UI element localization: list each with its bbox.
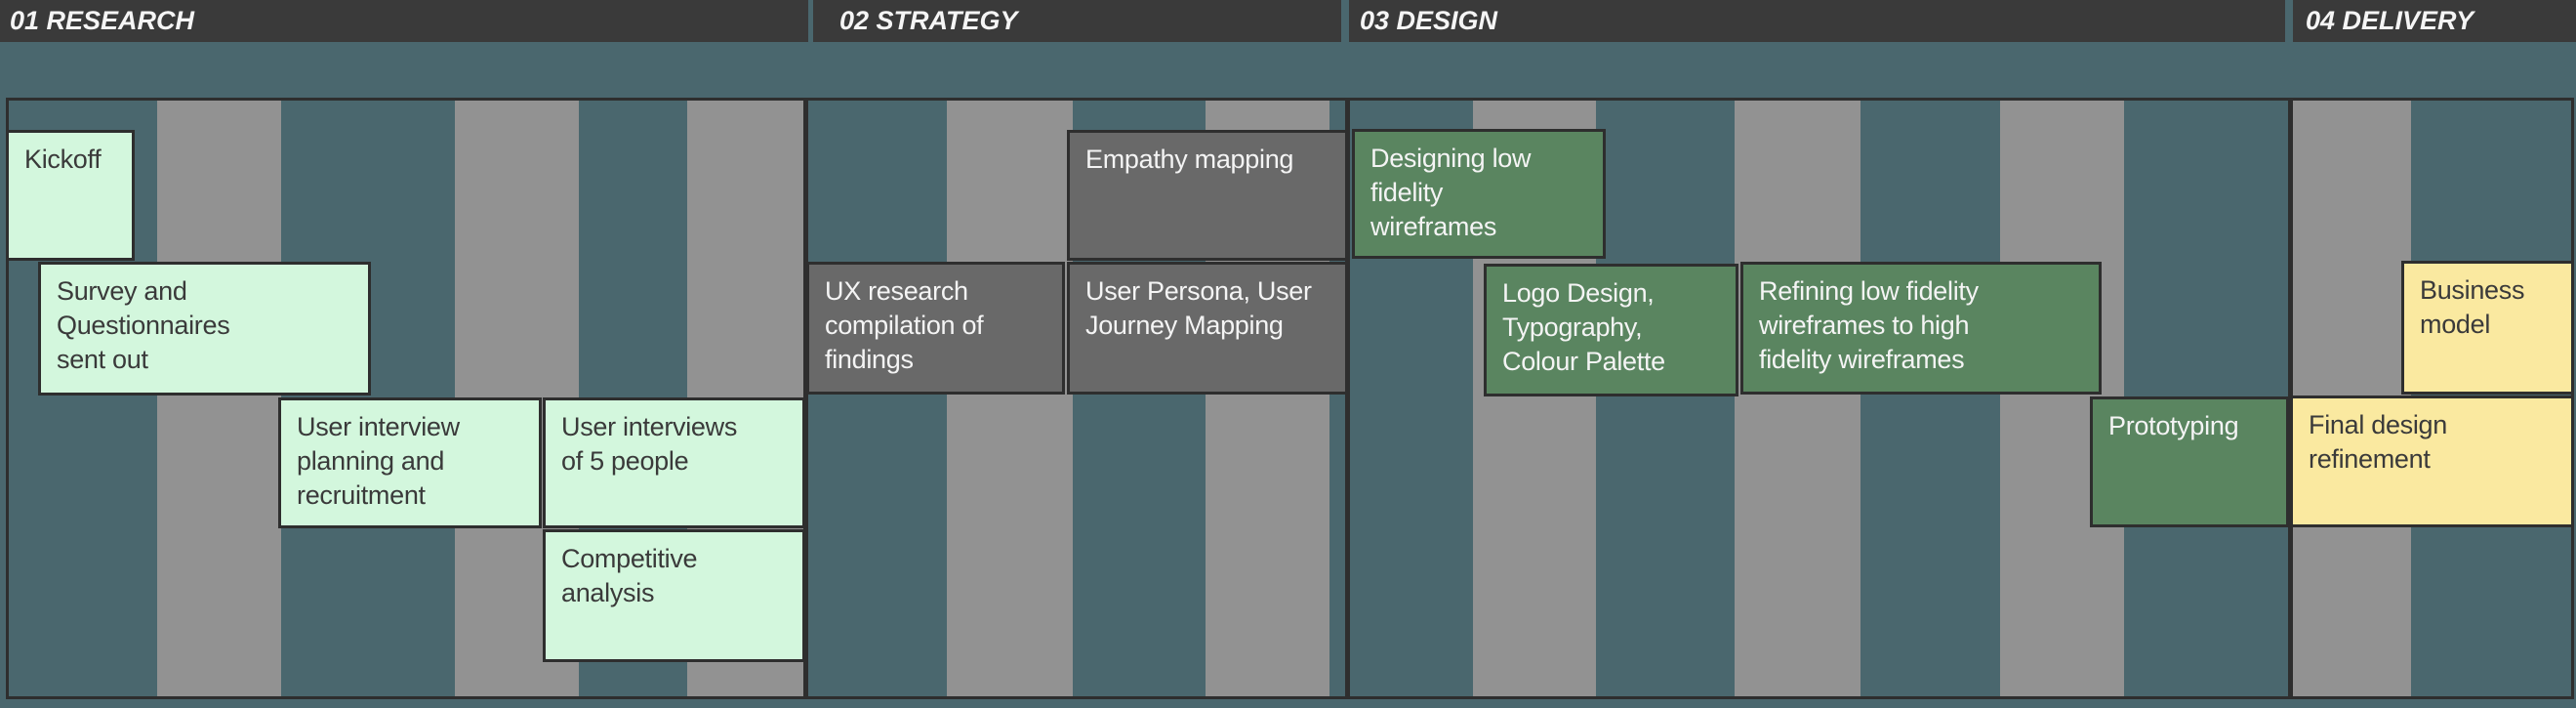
task-card-user-persona[interactable]: User Persona, User Journey Mapping — [1067, 262, 1348, 395]
task-card-ux-research[interactable]: UX research compilation of findings — [806, 262, 1065, 395]
phase-divider-line — [803, 98, 808, 699]
task-card-kickoff[interactable]: Kickoff — [6, 130, 135, 261]
week-column-stripe — [1735, 101, 1860, 696]
task-card-competitive[interactable]: Competitive analysis — [543, 529, 805, 662]
phase-label: 01 RESEARCH — [10, 6, 195, 35]
phase-label: 03 DESIGN — [1360, 6, 1498, 35]
task-card-interview-planning[interactable]: User interview planning and recruitment — [278, 397, 542, 528]
phase-label: 04 DELIVERY — [2306, 6, 2474, 35]
task-card-prototyping[interactable]: Prototyping — [2090, 396, 2289, 527]
week-column-stripe — [157, 101, 281, 696]
phase-divider-line — [1345, 98, 1350, 699]
week-column-stripe — [947, 101, 1073, 696]
phase-header-02: 02 STRATEGY — [813, 0, 1341, 42]
task-card-user-interviews[interactable]: User interviews of 5 people — [543, 397, 805, 528]
task-card-designing-lofi[interactable]: Designing low fidelity wireframes — [1352, 129, 1606, 259]
task-card-logo-design[interactable]: Logo Design, Typography, Colour Palette — [1484, 264, 1738, 396]
task-card-empathy-mapping[interactable]: Empathy mapping — [1067, 130, 1348, 261]
phase-label: 02 STRATEGY — [839, 6, 1018, 35]
phase-header-03: 03 DESIGN — [1349, 0, 2285, 42]
phase-header-04: 04 DELIVERY — [2293, 0, 2576, 42]
task-card-final-design[interactable]: Final design refinement — [2290, 396, 2574, 527]
phase-header-01: 01 RESEARCH — [0, 0, 808, 42]
task-card-refining-wireframes[interactable]: Refining low fidelity wireframes to high… — [1740, 262, 2102, 395]
task-card-business-model[interactable]: Business model — [2401, 261, 2574, 395]
task-card-survey[interactable]: Survey and Questionnaires sent out — [38, 262, 371, 396]
